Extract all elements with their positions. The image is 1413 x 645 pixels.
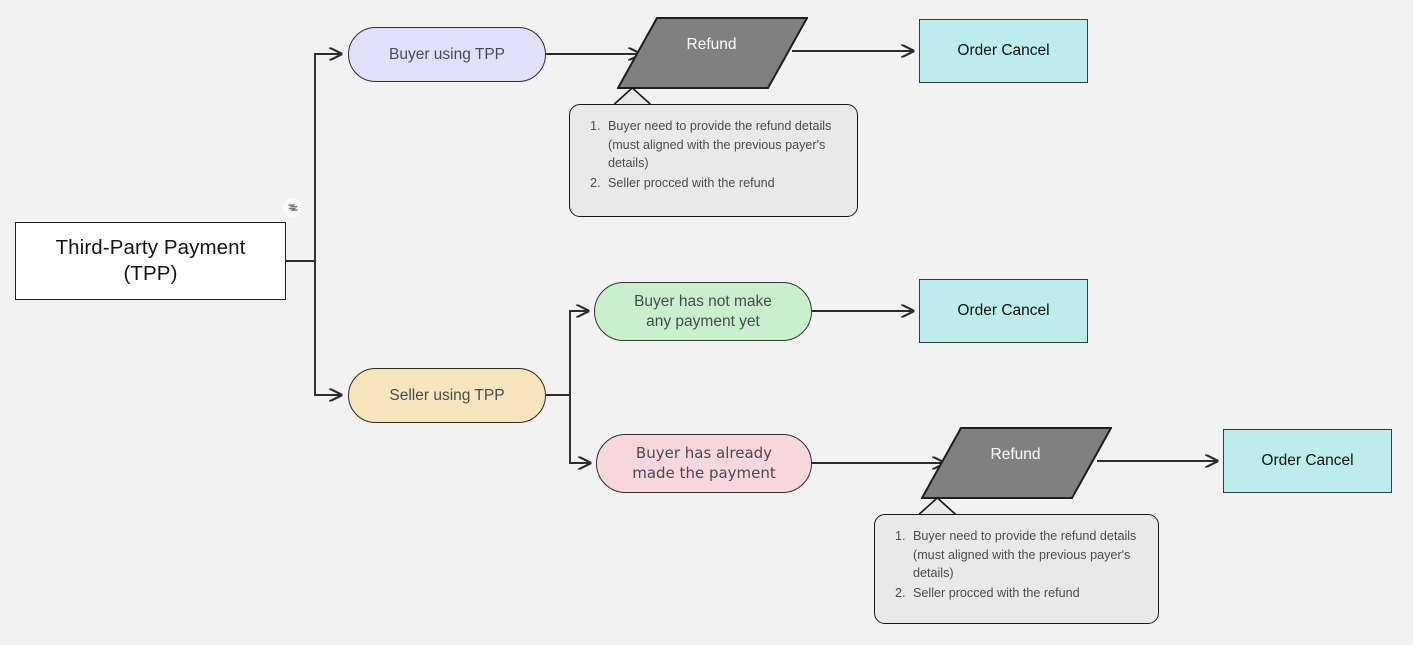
node-label: Refund <box>686 36 737 54</box>
node-buyer-using-tpp[interactable]: Buyer using TPP <box>348 27 546 82</box>
node-label: Order Cancel <box>957 42 1050 60</box>
node-label: Buyer using TPP <box>388 45 506 63</box>
node-label-line2: made the payment <box>632 463 776 482</box>
parallelogram-shape <box>617 17 808 89</box>
node-seller-using-tpp[interactable]: Seller using TPP <box>348 368 546 423</box>
edge-root-to-buyer <box>314 54 341 261</box>
node-label: Refund <box>990 446 1041 464</box>
note-item: Buyer need to provide the refund details… <box>604 117 843 173</box>
root-label-line1: Third-Party Payment <box>55 235 246 259</box>
note-list: Buyer need to provide the refund details… <box>580 117 843 193</box>
root-label-line2: (TPP) <box>123 262 178 285</box>
node-label: Buyer has not make any payment yet <box>634 292 772 332</box>
note-item: Seller procced with the refund <box>604 174 843 193</box>
note-item: Buyer need to provide the refund details… <box>909 527 1144 583</box>
node-third-party-payment[interactable]: Third-Party Payment (TPP) <box>15 222 286 300</box>
node-order-cancel-3[interactable]: Order Cancel <box>1223 429 1392 493</box>
note-pointer-top <box>613 87 651 105</box>
parallelogram-shape <box>921 427 1112 499</box>
node-refund-bottom[interactable]: Refund <box>921 427 1112 499</box>
lightning-bolt-glyph <box>287 203 298 211</box>
node-order-cancel-2[interactable]: Order Cancel <box>919 279 1088 343</box>
edge-root-to-seller <box>314 261 341 395</box>
node-label: Order Cancel <box>1261 452 1354 470</box>
note-pointer-bottom <box>918 497 956 515</box>
node-buyer-no-payment[interactable]: Buyer has not make any payment yet <box>594 282 812 341</box>
node-label: Buyer has already made the payment <box>632 444 776 482</box>
lightning-bolt-icon[interactable] <box>283 198 302 217</box>
note-refund-steps-top: Buyer need to provide the refund details… <box>569 104 858 217</box>
note-list: Buyer need to provide the refund details… <box>885 527 1144 603</box>
node-label-line1: Buyer has already <box>635 444 773 463</box>
node-label: Seller using TPP <box>389 386 505 404</box>
node-label-line2: any payment yet <box>646 312 760 330</box>
edge-seller-to-alreadypaid <box>569 395 590 463</box>
node-label: Order Cancel <box>957 302 1050 320</box>
node-buyer-already-paid[interactable]: Buyer has already made the payment <box>596 434 812 493</box>
node-label: Third-Party Payment (TPP) <box>56 235 246 287</box>
note-refund-steps-bottom: Buyer need to provide the refund details… <box>874 514 1159 624</box>
node-label-line1: Buyer has not make <box>634 292 772 310</box>
node-refund-top[interactable]: Refund <box>617 17 808 89</box>
note-item: Seller procced with the refund <box>909 584 1144 603</box>
edge-seller-to-nopayment <box>569 311 588 395</box>
node-order-cancel-1[interactable]: Order Cancel <box>919 19 1088 83</box>
